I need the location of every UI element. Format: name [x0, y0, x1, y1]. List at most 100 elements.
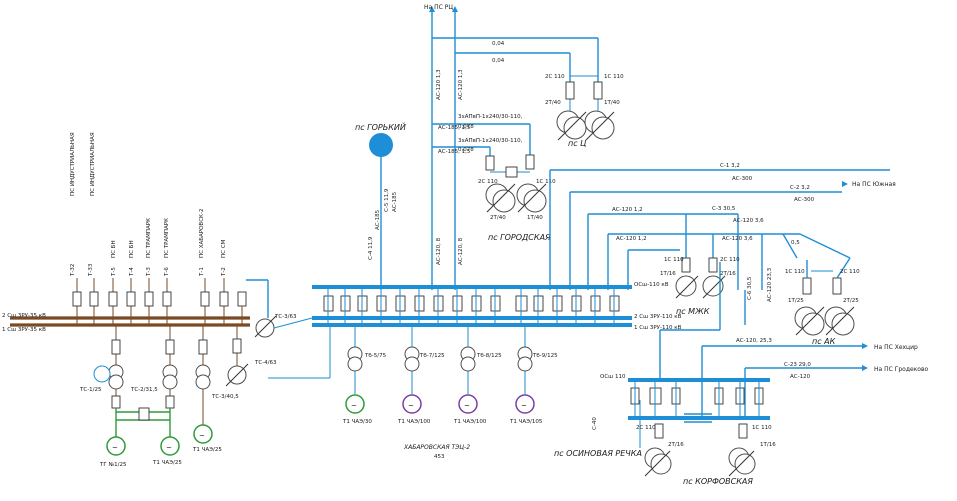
section-label: 2С 110 [840, 269, 860, 275]
dist-label: 0,04 [492, 58, 505, 64]
trafo-label: Тб-7/125 [419, 353, 445, 359]
gorkiy-node-icon [369, 133, 393, 157]
gen-label: Т1 ЧАЭ/25 [192, 447, 222, 453]
svg-text:ПС ИНДУСТРИАЛЬНАЯ: ПС ИНДУСТРИАЛЬНАЯ [90, 132, 96, 196]
station-gorodskaya: пс ГОРОДСКАЯ [488, 233, 551, 242]
gen-symbol: ~ [166, 444, 172, 452]
trafo-label: ТС-3/40,5 [211, 394, 239, 400]
trafo-label: 1Т/16 [660, 271, 676, 277]
transformer-icon [255, 318, 275, 338]
feeder-35: ПС ХАБАРОВСК-2 Т-1 [199, 209, 210, 325]
gen-label: Т1 ЧАЭ/30 [342, 419, 372, 425]
bus-label: 1 Сш 3РУ-110 кВ [634, 325, 682, 331]
bus-110-cells [323, 295, 620, 312]
station-ts: пс Ц [568, 139, 586, 148]
svg-text:ПС БН: ПС БН [111, 240, 117, 258]
transformer-icon [801, 312, 825, 336]
label-ps-rc: На ПС РЦ [424, 4, 453, 11]
trafo-label: Тб-5/75 [364, 353, 387, 359]
feeder-35: ПС ИНДУСТРИАЛЬНАЯ Т-32 [70, 132, 82, 325]
section-label: 2С 110 [545, 74, 565, 80]
feeder-35: ПС ТРАМПАРК Т-3 [144, 218, 154, 325]
breaker [654, 423, 664, 439]
breaker [565, 81, 575, 100]
trafo-label: ТС-4/63 [254, 360, 277, 366]
station-ak: пс АК [812, 337, 836, 346]
trafo-label: 1Т/40 [527, 215, 543, 221]
line-label: АС-120 23,3 [767, 267, 773, 302]
svg-text:Т-32: Т-32 [70, 264, 76, 277]
trafo-label: 1Т/40 [604, 100, 620, 106]
gen-symbol: ~ [408, 402, 414, 410]
gen-label: Т1 ЧАЭ/100 [397, 419, 431, 425]
transformer-icon [523, 189, 547, 213]
label-ps-yuzhnaya: На ПС Южная [852, 181, 896, 188]
bus-label: ОСш-110 кВ [634, 282, 669, 288]
line-label: АС-120 1,2 [616, 236, 647, 242]
line-label: АС-300 [732, 176, 753, 182]
station-gorkiy: пс ГОРЬКИЙ [355, 121, 406, 132]
svg-text:ПС ТРАМПАРК: ПС ТРАМПАРК [146, 218, 152, 258]
svg-text:Т-4: Т-4 [129, 267, 135, 277]
trafo-label: ТС-3/63 [274, 314, 297, 320]
transformer-icon [675, 275, 697, 297]
link-ts3b [273, 317, 313, 329]
transformer-icon [831, 312, 855, 336]
line-label: АС-185, 1,5 [438, 149, 471, 155]
station-mzhk: пс МЖК [676, 307, 710, 316]
line-label: АС-120 1,3 [436, 69, 442, 100]
gen-label: Т1 ЧАЭ/100 [453, 419, 487, 425]
trafo-label: ТС-2/31,5 [130, 387, 158, 393]
transformer-icon [702, 275, 724, 297]
transformer-icon [563, 116, 587, 140]
line-label: АС-120, 8 [458, 237, 464, 265]
generator-icon [106, 436, 126, 456]
line-label: АС-185 [392, 191, 398, 212]
svg-text:Т-1: Т-1 [199, 267, 205, 277]
svg-text:Т-2: Т-2 [221, 267, 227, 277]
lines-to-yuzhnaya [549, 169, 890, 290]
generator-icon [515, 394, 535, 414]
gen-symbol: ~ [351, 402, 357, 410]
generator-icon [402, 394, 422, 414]
line-label: С-40 [592, 417, 598, 430]
station-tets-num: 453 [434, 454, 445, 460]
breaker [708, 257, 718, 273]
cable-label: 0,078 [458, 124, 474, 130]
breaker [232, 338, 242, 354]
transformer-icon [517, 356, 533, 372]
section-label: 2С 110 [720, 257, 740, 263]
transformer-icon [591, 116, 615, 140]
gen-label: ТГ №1/25 [99, 462, 127, 468]
trafo-label: 2Т/16 [668, 442, 684, 448]
section-label: 2С 110 [636, 425, 656, 431]
line-label: АС-185, 1,5 [438, 125, 471, 131]
breaker [832, 277, 842, 295]
gens-35 [111, 325, 208, 440]
svg-text:ПС ИНДУСТРИАЛЬНАЯ: ПС ИНДУСТРИАЛЬНАЯ [70, 132, 76, 196]
trafo-label: 1Т/25 [788, 298, 804, 304]
transformer-icon [195, 374, 211, 390]
label-ps-khekhtsir: На ПС Хехцир [874, 344, 918, 351]
gen-label: Т1 ЧАЭ/105 [509, 419, 543, 425]
breaker [593, 81, 603, 100]
svg-text:ПС ХАБАРОВСК-2: ПС ХАБАРОВСК-2 [199, 209, 205, 258]
line-label: С-3 30,5 [712, 206, 736, 212]
breaker [802, 277, 812, 295]
section-label: 1С 110 [604, 74, 624, 80]
bus-label: 2 Сш 3РУ-35 кВ [2, 313, 46, 319]
section-label: 1С 110 [664, 257, 684, 263]
osinovaya-cells [630, 380, 764, 448]
trafo-label: 2Т/40 [545, 100, 561, 106]
transformer-icon [460, 356, 476, 372]
station-korfovskaya: пс КОРФОВСКАЯ [683, 477, 753, 486]
lines-south-east [701, 343, 868, 420]
breaker [525, 154, 535, 170]
transformer-icon [347, 356, 363, 372]
feeder-35: ПС БН Т-5 [108, 240, 118, 325]
transformer-icon [404, 356, 420, 372]
cable-label: 3хАПвП-1х240/30-110, [458, 138, 523, 144]
line-label: С-6 30,5 [747, 276, 753, 300]
sectional-breaker [505, 166, 518, 178]
trafo-label: 2Т/40 [490, 215, 506, 221]
